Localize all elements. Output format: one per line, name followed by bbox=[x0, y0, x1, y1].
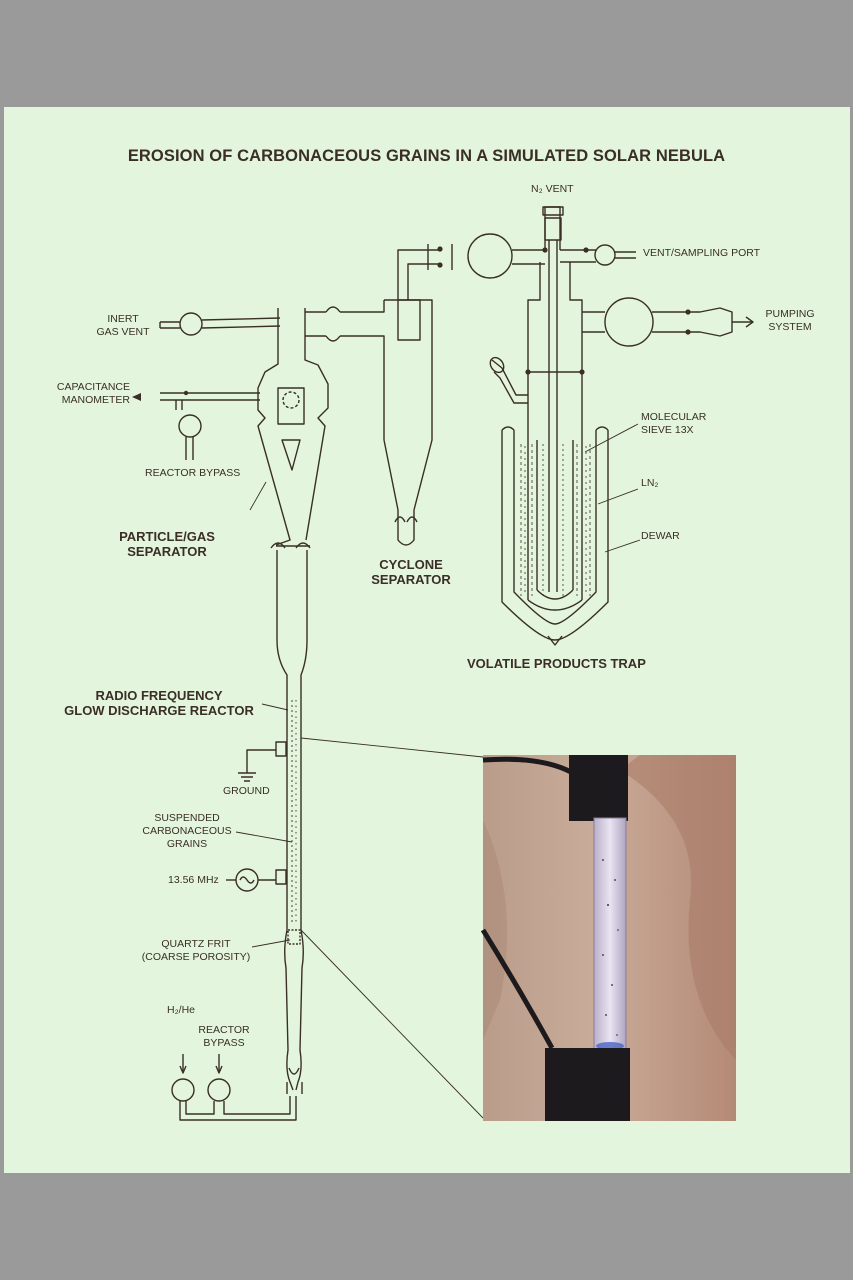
h2-he-label: H₂/He bbox=[167, 1004, 195, 1016]
ln2-label: LN₂ bbox=[641, 477, 659, 489]
volatile-products-trap-label: VOLATILE PRODUCTS TRAP bbox=[467, 656, 646, 671]
leader-lines bbox=[235, 423, 641, 1119]
grain-specks bbox=[602, 859, 619, 1036]
capacitance-manometer-line bbox=[160, 392, 260, 460]
joint-dots bbox=[183, 246, 691, 396]
reactor-photograph bbox=[480, 755, 736, 1121]
capacitance-manometer-label: CAPACITANCE MANOMETER bbox=[56, 381, 130, 406]
particle-gas-separator-label: PARTICLE/GAS SEPARATOR bbox=[119, 529, 215, 559]
molecular-sieve-pellets bbox=[520, 444, 591, 596]
inert-gas-vent-label: INERT GAS VENT bbox=[96, 313, 150, 338]
quartz-frit-label: QUARTZ FRIT (COARSE POROSITY) bbox=[141, 938, 251, 963]
cyclone-separator bbox=[383, 299, 433, 546]
pumping-system-label: PUMPING SYSTEM bbox=[765, 308, 815, 333]
volatile-products-trap bbox=[489, 206, 754, 646]
inert-gas-vent-line bbox=[159, 312, 281, 336]
particle-gas-separator bbox=[257, 308, 329, 549]
rf-source-symbol bbox=[226, 868, 276, 892]
suspended-grains-label: SUSPENDED CARBONACEOUS GRAINS bbox=[142, 812, 232, 850]
cyclone-separator-label: CYCLONE SEPARATOR bbox=[371, 557, 451, 587]
vent-sampling-port-label: VENT/SAMPLING PORT bbox=[643, 247, 761, 259]
diagram-title: EROSION OF CARBONACEOUS GRAINS IN A SIMU… bbox=[127, 147, 726, 165]
reactor-bypass-bottom-label: REACTOR BYPASS bbox=[198, 1024, 250, 1049]
dewar-label: DEWAR bbox=[641, 530, 680, 542]
n2-vent-label: N₂ VENT bbox=[531, 183, 574, 195]
molecular-sieve-label: MOLECULAR SIEVE 13X bbox=[641, 411, 707, 436]
ground-symbol bbox=[238, 749, 276, 782]
arrowheads bbox=[132, 393, 141, 401]
rf-reactor-tube bbox=[275, 550, 308, 1094]
reactor-bypass-top-label: REACTOR BYPASS bbox=[145, 467, 241, 479]
gas-inlet-assembly bbox=[171, 1054, 297, 1121]
connection-lines bbox=[305, 233, 545, 440]
frequency-label: 13.56 MHz bbox=[168, 874, 219, 886]
ground-label: GROUND bbox=[223, 785, 270, 797]
rf-reactor-label: RADIO FREQUENCY GLOW DISCHARGE REACTOR bbox=[64, 688, 254, 718]
